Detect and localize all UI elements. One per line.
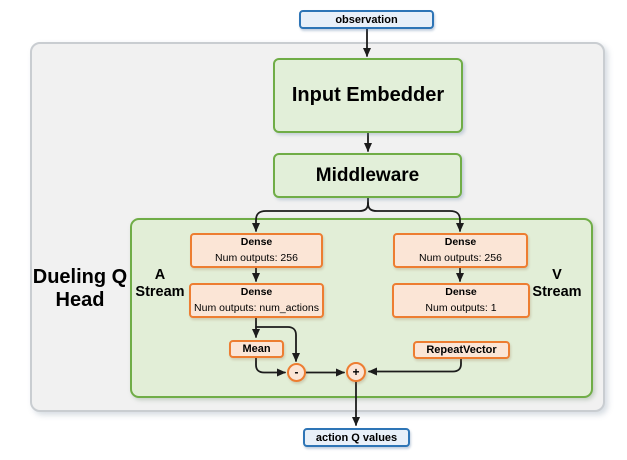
dense-a2-node: Dense Num outputs: num_actions: [189, 283, 324, 318]
repeat-vector-node: RepeatVector: [413, 341, 510, 359]
dense-a1-node: Dense Num outputs: 256: [190, 233, 323, 268]
input-embedder-node: Input Embedder: [273, 58, 463, 133]
a-stream-label: A Stream: [135, 267, 185, 301]
observation-node: observation: [299, 10, 434, 29]
dense-a2-title: Dense: [240, 286, 273, 299]
dense-v2-node: Dense Num outputs: 1: [392, 283, 530, 318]
dense-a1-title: Dense: [240, 236, 273, 249]
subtract-operator-node: -: [287, 363, 306, 382]
dense-v1-node: Dense Num outputs: 256: [393, 233, 528, 268]
dense-v1-title: Dense: [444, 236, 477, 249]
dense-v2-title: Dense: [445, 286, 477, 299]
dense-a1-detail: Num outputs: 256: [215, 251, 298, 264]
v-stream-label: V Stream: [532, 267, 582, 301]
middleware-node: Middleware: [273, 153, 462, 198]
dense-a2-detail: Num outputs: num_actions: [194, 301, 319, 314]
action-q-values-node: action Q values: [303, 428, 410, 447]
mean-node: Mean: [229, 340, 284, 358]
dueling-q-head-label: Dueling Q Head: [32, 266, 128, 311]
add-operator-node: +: [346, 362, 366, 382]
dense-v2-detail: Num outputs: 1: [425, 301, 497, 314]
dense-v1-detail: Num outputs: 256: [419, 251, 502, 264]
